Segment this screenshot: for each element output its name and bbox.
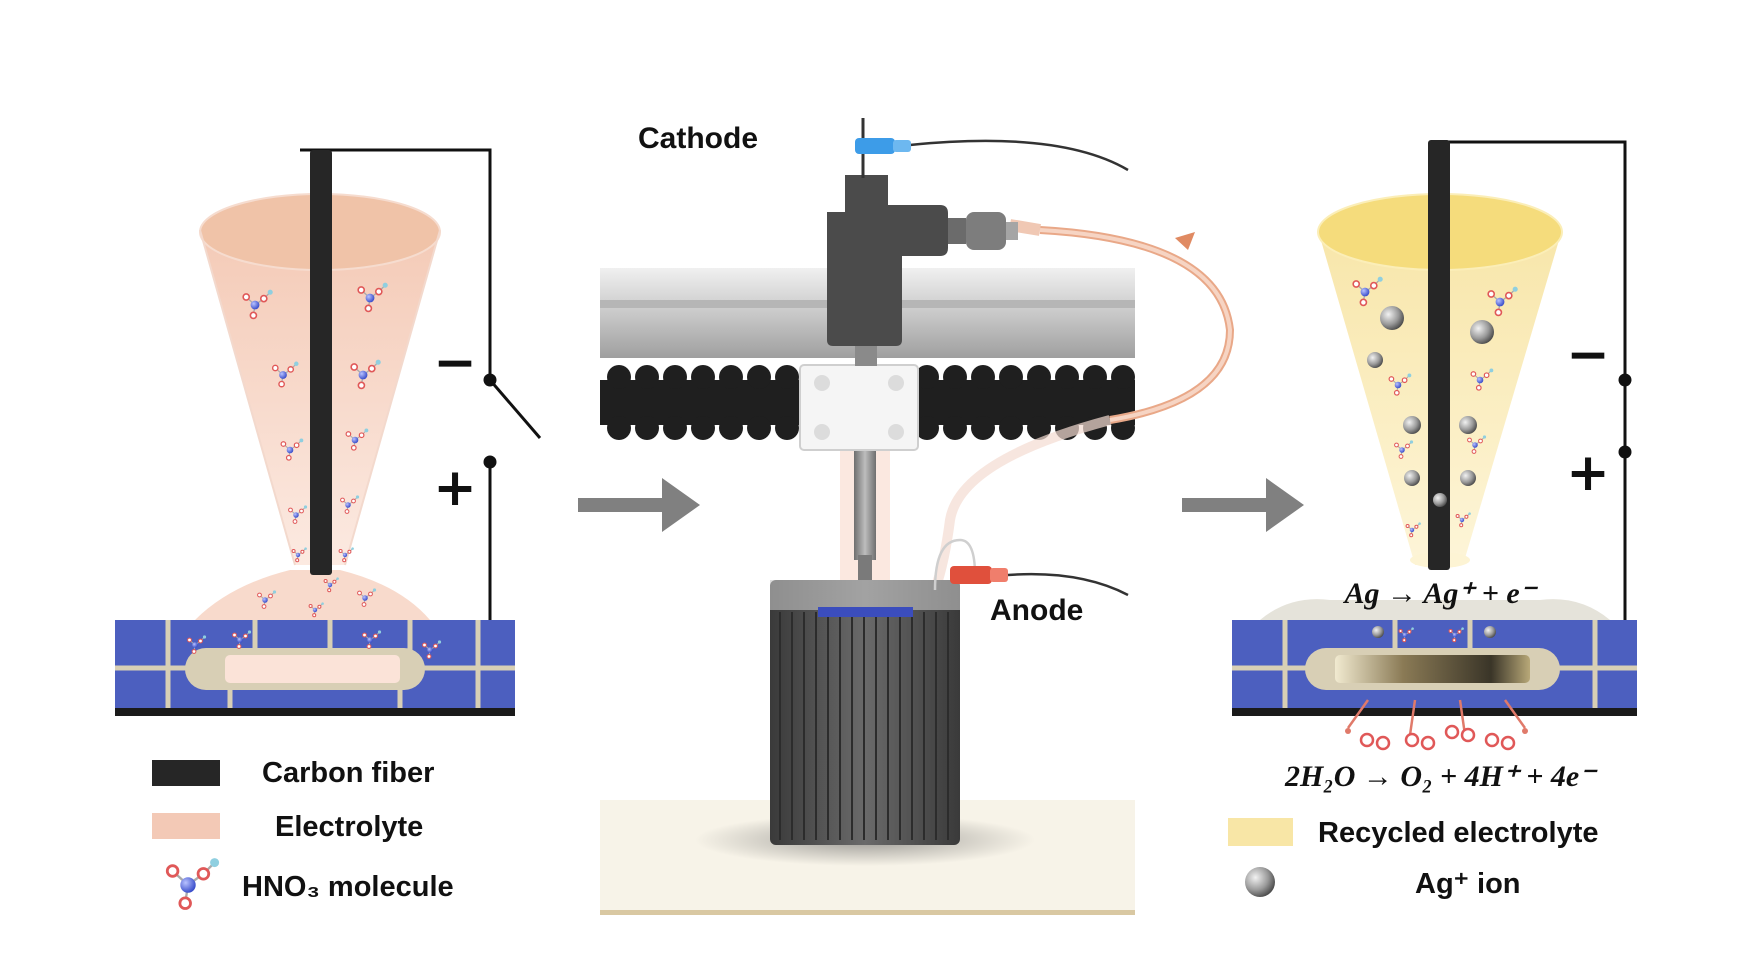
hno3-molecule-icon xyxy=(187,635,207,654)
ag-ion xyxy=(1460,470,1476,486)
left-hno3-molecules xyxy=(187,282,442,659)
hno3-molecule-icon xyxy=(357,282,388,313)
left-electrolyte-meniscus xyxy=(195,570,430,620)
right-circuit xyxy=(1440,140,1632,652)
hno3-molecule-icon xyxy=(338,547,354,563)
ag-ion xyxy=(1484,626,1496,638)
hno3-molecule-icon xyxy=(232,630,252,649)
hno3-molecule-icon xyxy=(1398,627,1414,643)
hno3-molecule-icon xyxy=(350,359,381,390)
hno3-molecule-icon xyxy=(422,640,442,659)
ag-ion xyxy=(1367,352,1383,368)
hno3-molecule-icon xyxy=(308,602,324,618)
hno3-molecule-icon xyxy=(288,505,308,524)
oxygen-evolution xyxy=(1345,699,1528,751)
hno3-molecule-icon xyxy=(357,588,377,607)
ag-ion xyxy=(1470,320,1494,344)
legend-label-electrolyte: Electrolyte xyxy=(275,811,423,843)
right-minus-sign: − xyxy=(1566,325,1610,385)
hno3-molecule-icon xyxy=(340,495,360,514)
ag-ion xyxy=(1433,493,1447,507)
ag-ion xyxy=(1403,416,1421,434)
hno3-molecule-icon xyxy=(1448,627,1464,643)
legend-label-recycled-electrolyte: Recycled electrolyte xyxy=(1318,817,1598,849)
left-plus-sign: + xyxy=(433,458,477,518)
ag-ion xyxy=(1404,470,1420,486)
left-circuit xyxy=(300,148,542,652)
right-panel-recycling: − + Ag → Ag⁺ + e⁻ 2H₂O → O₂ + 4H⁺ + 4e⁻ xyxy=(1232,140,1637,793)
ag-ion xyxy=(1372,626,1384,638)
nozzle-rod xyxy=(854,440,876,560)
left-minus-sign: − xyxy=(433,333,477,393)
legend-item-ag-ion: Ag⁺ ion xyxy=(1245,867,1521,900)
right-molecules-and-ag-ions xyxy=(1352,276,1518,643)
anode-label: Anode xyxy=(990,594,1083,627)
legend-label-carbon-fiber: Carbon fiber xyxy=(262,757,434,789)
legend-left: Carbon fiber Electrolyte HNO₃ molecule xyxy=(152,757,454,910)
carriage-mount xyxy=(799,364,919,451)
cathode-label: Cathode xyxy=(638,122,758,155)
arrow-left-to-center xyxy=(578,478,700,532)
ag-ion-icon xyxy=(1245,867,1275,897)
hno3-molecule-icon xyxy=(1388,373,1412,396)
arrow-center-to-right xyxy=(1182,478,1304,532)
hno3-molecule-icon xyxy=(345,428,369,451)
left-carbon-fiber xyxy=(310,150,332,575)
right-carbon-fiber xyxy=(1428,140,1450,570)
hno3-molecule-icon xyxy=(1405,522,1421,538)
legend-label-ag-ion: Ag⁺ ion xyxy=(1415,868,1521,900)
legend-item-electrolyte: Electrolyte xyxy=(152,811,423,843)
cathode-connection xyxy=(855,118,1129,178)
hno3-molecule-icon xyxy=(257,590,277,609)
legend-right: Recycled electrolyte Ag⁺ ion xyxy=(1228,817,1598,900)
hno3-molecule-icon xyxy=(1470,368,1494,391)
hno3-molecule-icon xyxy=(280,438,304,461)
ag-ion xyxy=(1459,416,1477,434)
legend-label-hno3: HNO₃ molecule xyxy=(242,871,454,903)
center-panel-setup: Cathode Anode xyxy=(600,118,1235,915)
legend-item-hno3: HNO₃ molecule xyxy=(165,858,454,910)
legend-item-carbon-fiber: Carbon fiber xyxy=(152,757,434,789)
hno3-molecule-icon xyxy=(271,361,299,388)
print-head xyxy=(827,175,1018,366)
hno3-molecule-icon xyxy=(242,289,273,320)
right-substrate xyxy=(1232,599,1637,716)
hno3-molecule-icon xyxy=(323,577,339,593)
ag-ion xyxy=(1380,306,1404,330)
hno3-molecule-icon xyxy=(291,547,307,563)
hno3-molecule-icon xyxy=(1455,512,1471,528)
hno3-molecule-icon xyxy=(1487,286,1518,317)
hno3-molecule-icon xyxy=(1352,276,1383,307)
beaker xyxy=(770,580,960,845)
hno3-molecule-icon xyxy=(165,858,220,910)
hno3-molecule-icon xyxy=(1467,435,1487,454)
hno3-molecule-icon xyxy=(362,630,382,649)
left-panel-electrochemical-etching: − + xyxy=(115,148,542,716)
legend-item-recycled-electrolyte: Recycled electrolyte xyxy=(1228,817,1598,849)
hno3-molecule-icon xyxy=(165,858,220,910)
left-substrate xyxy=(115,620,515,716)
anode-connection xyxy=(933,538,1129,597)
water-oxidation-equation: 2H₂O → O₂ + 4H⁺ + 4e⁻ xyxy=(1284,760,1598,793)
right-plus-sign: + xyxy=(1566,443,1610,503)
hno3-molecule-icon xyxy=(1394,440,1414,459)
silver-oxidation-equation: Ag → Ag⁺ + e⁻ xyxy=(1343,577,1539,610)
